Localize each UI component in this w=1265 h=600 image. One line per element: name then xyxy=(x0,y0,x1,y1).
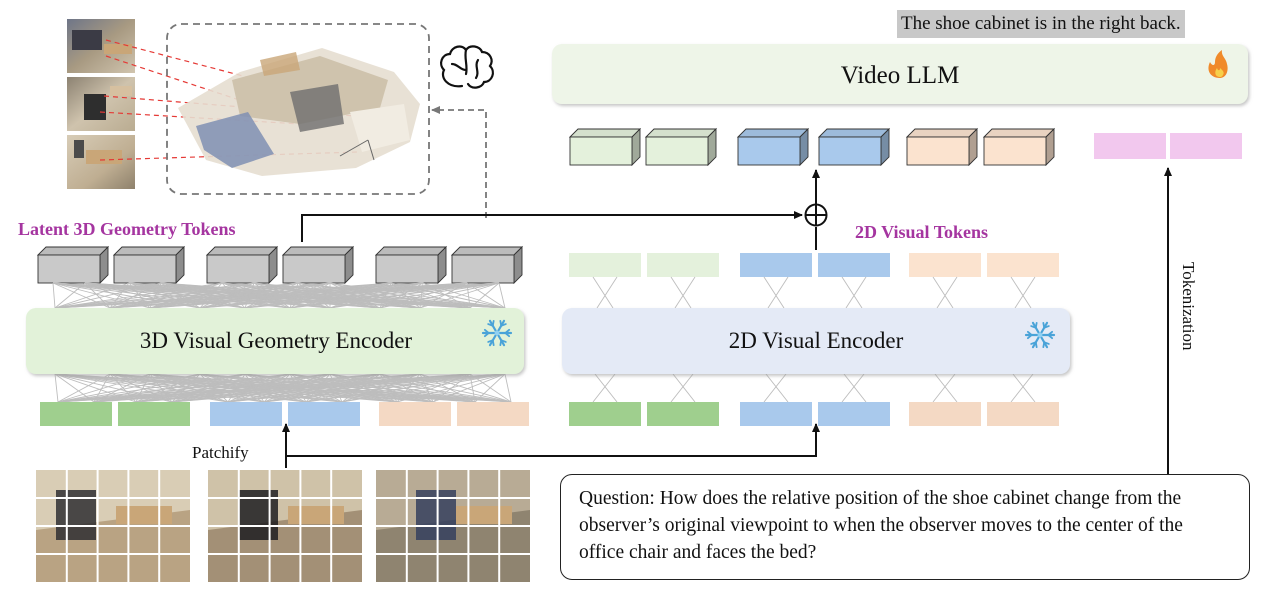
patch-token xyxy=(987,402,1059,426)
patch-token-rows xyxy=(40,402,1059,426)
geometry-encoder-block xyxy=(26,308,524,374)
point-cloud-reconstruction xyxy=(178,48,420,176)
question-tokens xyxy=(1094,133,1242,159)
connection-lines xyxy=(52,276,1036,403)
visual-token xyxy=(647,253,719,277)
question-text: Question: How does the relative position… xyxy=(579,488,1183,563)
llm-token xyxy=(982,127,1056,167)
geometry-encoder-label: 3D Visual Geometry Encoder xyxy=(140,328,413,353)
patch-token xyxy=(569,402,641,426)
geometry-token xyxy=(450,245,524,285)
question-box: Question: How does the relative position… xyxy=(560,474,1250,580)
point-cloud-box xyxy=(166,23,430,195)
question-token xyxy=(1094,133,1166,159)
patchify-label: Patchify xyxy=(192,443,249,462)
llm-token xyxy=(644,127,718,167)
snowflake-icon xyxy=(1024,321,1056,349)
visual-tokens-label: 2D Visual Tokens xyxy=(855,222,988,242)
geometry-token xyxy=(112,245,186,285)
patch-token xyxy=(210,402,282,426)
snowflake-icon xyxy=(481,319,513,347)
tokenization-label: Tokenization xyxy=(1179,262,1198,351)
visual-token xyxy=(569,253,641,277)
llm-token xyxy=(568,127,642,167)
patch-token xyxy=(379,402,451,426)
visual-token xyxy=(909,253,981,277)
fire-icon xyxy=(1208,50,1228,78)
video-llm-label: Video LLM xyxy=(841,62,960,89)
patch-token xyxy=(647,402,719,426)
patch-token xyxy=(818,402,890,426)
visual-token xyxy=(818,253,890,277)
patchify-arrow-2d xyxy=(286,423,820,457)
brain-icon xyxy=(440,45,494,89)
geometry-to-fusion-arrow xyxy=(301,211,803,242)
visual-encoder-label: 2D Visual Encoder xyxy=(729,328,904,353)
input-frame-thumbnails xyxy=(65,17,137,191)
input-video-frames xyxy=(36,470,530,582)
llm-input-tokens xyxy=(568,127,1056,167)
reconstruction-arrow xyxy=(431,106,487,218)
input-frame xyxy=(376,470,530,582)
geometry-token xyxy=(281,245,355,285)
patch-token xyxy=(740,402,812,426)
geometry-token xyxy=(205,245,279,285)
geometry-token xyxy=(374,245,448,285)
input-frame xyxy=(36,470,190,582)
geometry-token xyxy=(36,245,110,285)
video-llm-block xyxy=(552,44,1248,104)
patch-token xyxy=(909,402,981,426)
geometry-tokens-label: Latent 3D Geometry Tokens xyxy=(18,219,236,239)
geometry-token-row xyxy=(36,245,524,285)
patch-token xyxy=(457,402,529,426)
visual-token-row xyxy=(569,253,1059,277)
visual-encoder-block xyxy=(562,308,1070,374)
patch-token xyxy=(40,402,112,426)
patch-token xyxy=(288,402,360,426)
llm-token xyxy=(817,127,891,167)
visual-token xyxy=(740,253,812,277)
llm-token xyxy=(905,127,979,167)
answer-text: The shoe cabinet is in the right back. xyxy=(897,10,1185,38)
visual-token xyxy=(987,253,1059,277)
plus-circle-icon xyxy=(804,203,828,227)
question-token xyxy=(1170,133,1242,159)
input-frame xyxy=(208,470,362,582)
patch-token xyxy=(118,402,190,426)
llm-token xyxy=(736,127,810,167)
